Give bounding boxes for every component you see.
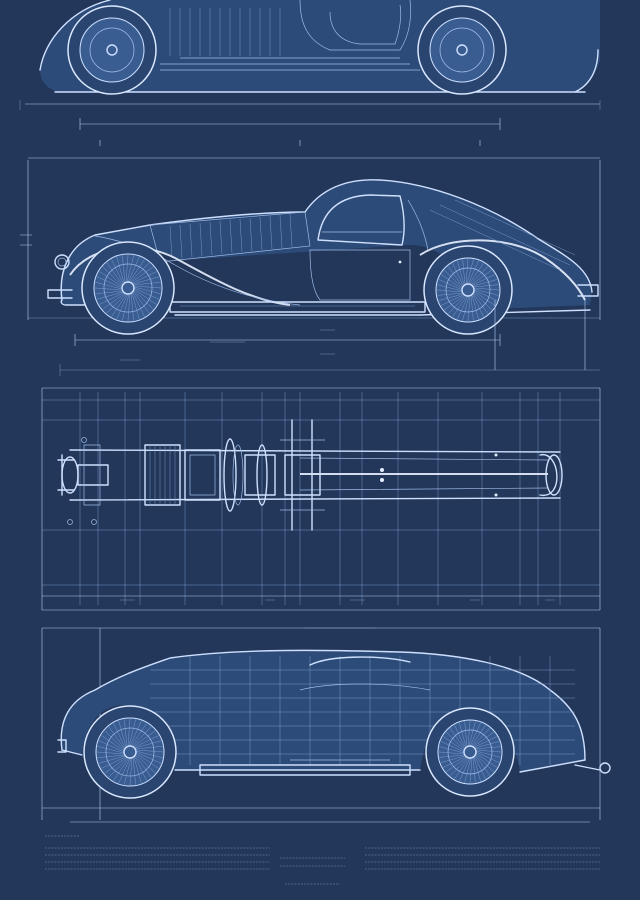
chassis-plan-view xyxy=(41,387,601,611)
body-gridlines xyxy=(150,656,575,765)
rear-wheel xyxy=(425,707,515,797)
rear-wheel xyxy=(423,245,513,335)
side-view-grid xyxy=(41,627,611,823)
front-wheel xyxy=(81,241,175,335)
wheel-spokes xyxy=(96,718,164,786)
side-view-top xyxy=(19,0,601,146)
side-view-middle xyxy=(20,157,601,376)
front-wheel xyxy=(83,705,177,799)
wheel-spokes xyxy=(94,254,162,322)
note-lines xyxy=(45,835,600,885)
rear-wheel xyxy=(417,5,507,95)
spec-notes xyxy=(45,835,600,885)
front-wheel xyxy=(67,5,157,95)
wheel-spokes xyxy=(436,258,500,322)
wheel-spokes xyxy=(438,720,502,784)
